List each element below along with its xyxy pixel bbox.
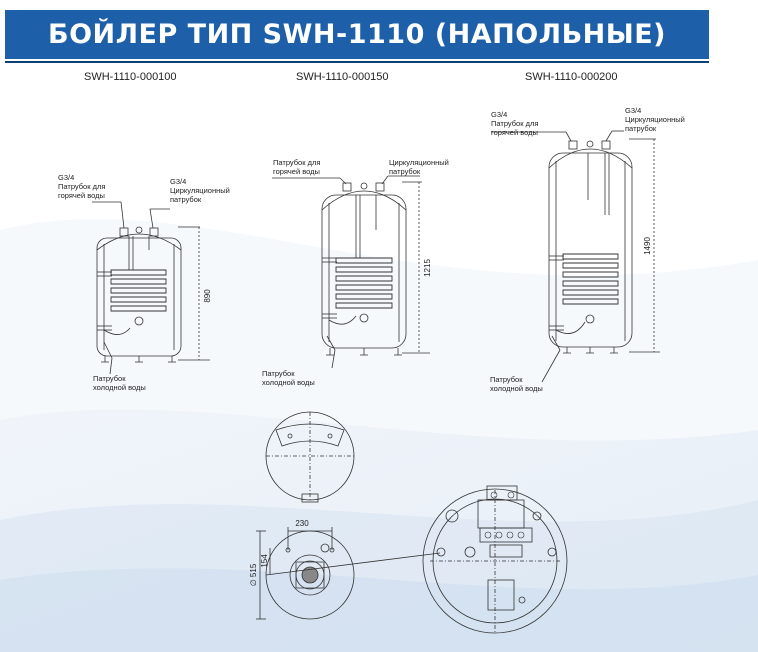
b1-hot-label-2: горячей воды — [58, 191, 105, 200]
b1-g34-circ-label: G3/4 — [170, 177, 186, 186]
model-label-150: SWH-1110-000150 — [296, 71, 389, 83]
b1-circ-label-1: Циркуляционный — [170, 186, 230, 195]
b2-cold-label-2: холодной воды — [262, 378, 315, 387]
page-title: БОЙЛЕР ТИП SWH-1110 (НАПОЛЬНЫЕ) — [47, 19, 667, 50]
boiler-150-drawing — [272, 175, 430, 369]
b1-g34-label: G3/4 — [58, 173, 74, 182]
b1-circ-label-2: патрубок — [170, 195, 202, 204]
b3-hot-label-1: Патрубок для — [491, 119, 538, 128]
bottom-width-dim: 230 — [295, 519, 309, 528]
model-label-100: SWH-1110-000100 — [84, 71, 177, 83]
b1-hot-label-1: Патрубок для — [58, 182, 105, 191]
b1-height-dim: 890 — [203, 289, 212, 303]
b3-g34-circ-label: G3/4 — [625, 106, 641, 115]
boiler-200-drawing — [491, 130, 660, 383]
b2-hot-label-2: горячей воды — [273, 167, 320, 176]
boiler-100-drawing — [92, 201, 210, 375]
b3-g34-label: G3/4 — [491, 110, 507, 119]
b2-circ-label-1: Циркуляционный — [389, 158, 449, 167]
bottom-diameter-dim: ∅ 515 — [249, 563, 258, 586]
b3-circ-label-2: патрубок — [625, 124, 657, 133]
b2-height-dim: 1215 — [423, 259, 432, 277]
b2-hot-label-1: Патрубок для — [273, 158, 320, 167]
bottom-view-drawing — [256, 527, 441, 620]
page-header: БОЙЛЕР ТИП SWH-1110 (НАПОЛЬНЫЕ) — [5, 10, 709, 61]
top-view-drawing — [265, 411, 355, 503]
b3-hot-label-2: горячей воды — [491, 128, 538, 137]
model-label-200: SWH-1110-000200 — [525, 71, 618, 83]
b1-cold-label-1: Патрубок — [93, 374, 126, 383]
b3-height-dim: 1490 — [643, 237, 652, 255]
b3-cold-label-2: холодной воды — [490, 384, 543, 393]
b3-circ-label-1: Циркуляционный — [625, 115, 685, 124]
b3-cold-label-1: Патрубок — [490, 375, 523, 384]
b2-cold-label-1: Патрубок — [262, 369, 295, 378]
bottom-flange-dim: 154 — [260, 554, 269, 568]
b1-cold-label-2: холодной воды — [93, 383, 146, 392]
b2-circ-label-2: патрубок — [389, 167, 421, 176]
detail-view-drawing — [422, 485, 568, 634]
